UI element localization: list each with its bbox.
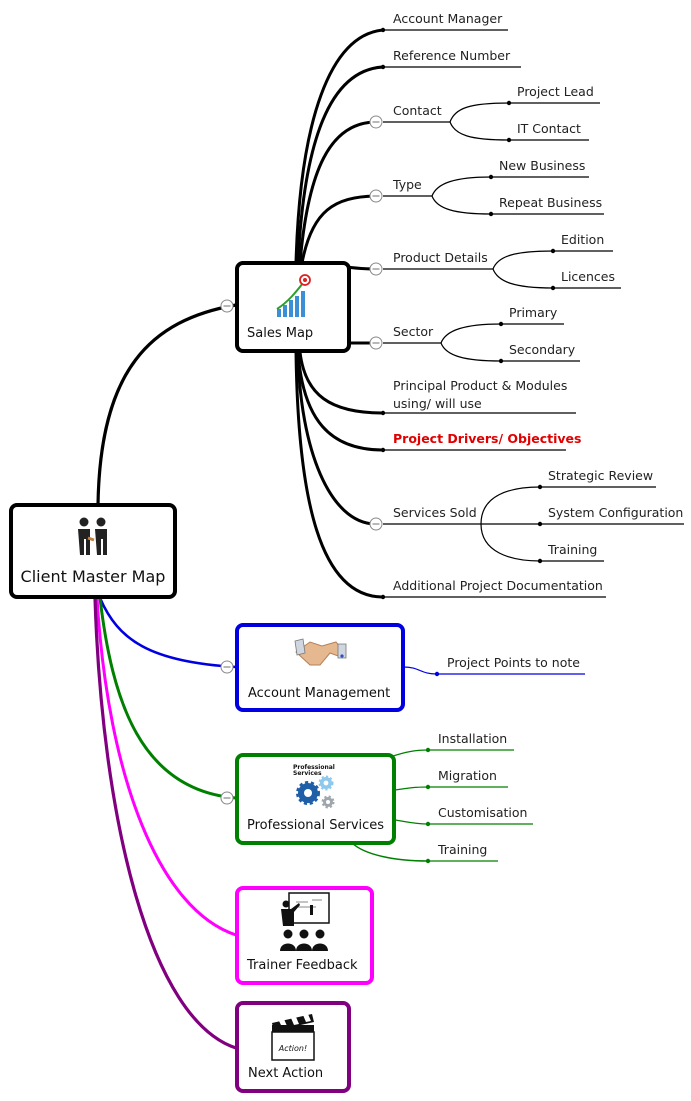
root-connectors xyxy=(93,303,237,1050)
curve-contact-it xyxy=(449,121,510,141)
label-customisation[interactable]: Customisation xyxy=(438,805,527,820)
next-action-title: Next Action xyxy=(248,1066,323,1081)
next-action-node[interactable]: Action! Next Action xyxy=(235,1001,351,1093)
collapse-sector-button[interactable] xyxy=(369,336,383,350)
connector-root-sales xyxy=(96,303,237,506)
curve-type-repeat xyxy=(431,195,492,215)
label-migration[interactable]: Migration xyxy=(438,768,497,783)
label-principal-line-1[interactable]: Principal Product & Modules xyxy=(393,378,567,393)
root-title: Client Master Map xyxy=(21,567,166,586)
connector-root-next xyxy=(93,597,237,1050)
label-training-professional[interactable]: Training xyxy=(437,842,487,857)
curve-principal xyxy=(298,351,384,415)
growth-chart-icon xyxy=(276,274,311,317)
collapse-professional-button[interactable] xyxy=(220,791,234,805)
professional-dots xyxy=(425,747,431,864)
sales-map-node[interactable]: Sales Map xyxy=(235,261,351,353)
connector-root-trainer xyxy=(95,597,237,937)
collapse-product-details-button[interactable] xyxy=(369,262,383,276)
handshake-icon xyxy=(294,638,347,666)
gears-icon: Professional Services xyxy=(293,764,335,809)
label-project-points[interactable]: Project Points to note xyxy=(447,655,580,670)
curve-type-new xyxy=(431,176,492,197)
label-account-manager[interactable]: Account Manager xyxy=(393,11,503,26)
connector-root-account xyxy=(98,597,237,669)
sales-dots xyxy=(380,27,556,600)
label-secondary[interactable]: Secondary xyxy=(509,342,576,357)
handshake-people-icon xyxy=(78,517,107,555)
sales-branches xyxy=(294,28,684,599)
trainer-feedback-title: Trainer Feedback xyxy=(246,958,358,973)
clapperboard-caption: Action! xyxy=(278,1044,307,1053)
curve-services-strategic xyxy=(480,486,541,525)
label-reference-number[interactable]: Reference Number xyxy=(393,48,511,63)
label-project-drivers[interactable]: Project Drivers/ Objectives xyxy=(393,431,581,446)
label-primary[interactable]: Primary xyxy=(509,305,558,320)
account-branches xyxy=(402,666,585,675)
curve-reference-number xyxy=(296,65,384,264)
label-strategic-review[interactable]: Strategic Review xyxy=(548,468,653,483)
sales-labels: Account Manager Reference Number Contact… xyxy=(392,11,683,593)
label-principal-line-2[interactable]: using/ will use xyxy=(393,396,482,411)
clapperboard-icon: Action! xyxy=(271,1014,315,1061)
trainer-feedback-node[interactable]: Trainer Feedback xyxy=(235,886,374,985)
collapse-account-button[interactable] xyxy=(220,660,234,674)
account-management-node[interactable]: Account Management xyxy=(235,623,405,712)
label-installation[interactable]: Installation xyxy=(438,731,507,746)
curve-drivers xyxy=(296,351,384,452)
professional-branches xyxy=(351,749,533,862)
sales-map-title: Sales Map xyxy=(247,326,313,341)
label-it-contact[interactable]: IT Contact xyxy=(517,121,581,136)
collapse-type-button[interactable] xyxy=(369,189,383,203)
connector-root-professional xyxy=(98,597,237,800)
curve-additional xyxy=(294,351,384,599)
curve-contact xyxy=(298,120,376,264)
collapse-contact-button[interactable] xyxy=(369,115,383,129)
professional-services-title: Professional Services xyxy=(247,818,384,833)
curve-product-edition xyxy=(492,250,554,270)
curve-sector-secondary xyxy=(440,342,502,362)
label-licences[interactable]: Licences xyxy=(561,269,615,284)
label-edition[interactable]: Edition xyxy=(561,232,604,247)
label-new-business[interactable]: New Business xyxy=(499,158,585,173)
curve-product-licences xyxy=(492,268,554,289)
curve-type xyxy=(300,194,376,264)
account-management-title: Account Management xyxy=(248,686,390,701)
curve-services-training xyxy=(480,523,541,562)
gears-caption-1: Professional xyxy=(293,764,335,771)
curve-sector-primary xyxy=(440,323,502,344)
label-project-lead[interactable]: Project Lead xyxy=(517,84,594,99)
root-node[interactable]: Client Master Map xyxy=(9,503,177,599)
curve-services xyxy=(296,351,376,526)
label-additional-docs[interactable]: Additional Project Documentation xyxy=(393,578,603,593)
label-sector[interactable]: Sector xyxy=(393,324,434,339)
presentation-icon xyxy=(280,892,330,951)
label-system-configuration[interactable]: System Configuration xyxy=(548,505,683,520)
label-repeat-business[interactable]: Repeat Business xyxy=(499,195,602,210)
label-type[interactable]: Type xyxy=(392,177,422,192)
curve-account-manager xyxy=(294,28,384,264)
label-training-services[interactable]: Training xyxy=(547,542,597,557)
gears-caption-2: Services xyxy=(293,770,322,777)
collapse-sales-button[interactable] xyxy=(220,299,234,313)
collapse-services-sold-button[interactable] xyxy=(369,517,383,531)
label-services-sold[interactable]: Services Sold xyxy=(393,505,477,520)
label-contact[interactable]: Contact xyxy=(393,103,442,118)
label-product-details[interactable]: Product Details xyxy=(393,250,488,265)
professional-services-node[interactable]: Professional Services Professional Servi… xyxy=(235,753,396,845)
curve-contact-lead xyxy=(449,102,510,123)
